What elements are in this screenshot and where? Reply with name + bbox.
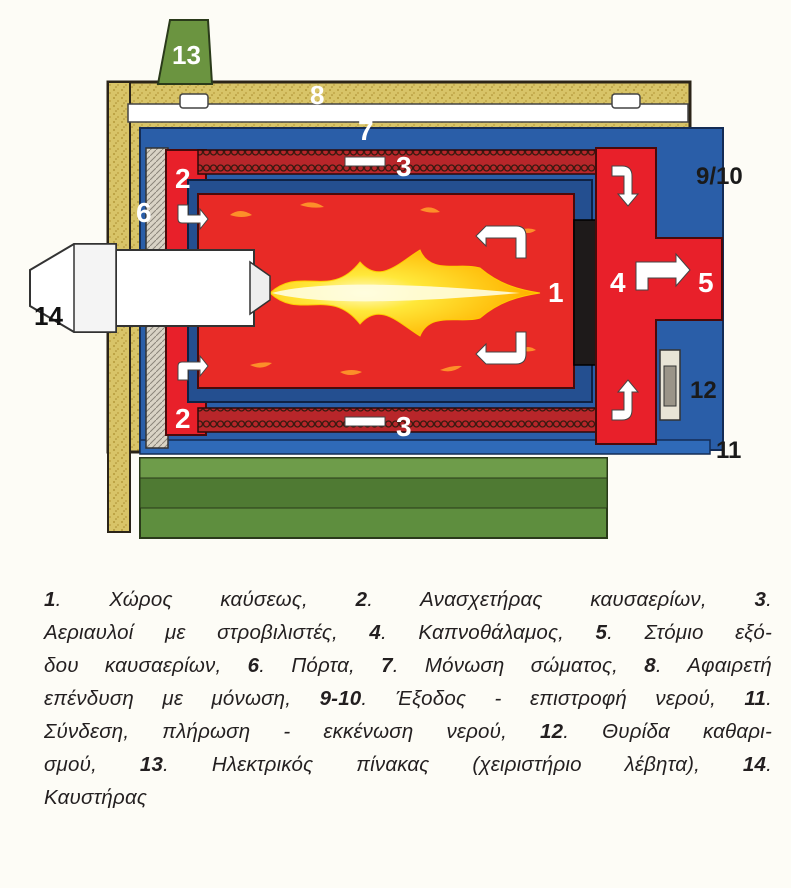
caption-item-number: 6 — [247, 654, 260, 677]
caption-item-text: . Θυρίδα καθαρι- — [563, 720, 772, 743]
label-3-top: 3 — [396, 151, 412, 182]
burner — [29, 243, 271, 333]
figure-caption: 1. Χώρος καύσεως, 2. Ανασχετήρας καυσαερ… — [44, 583, 772, 814]
smoke-arrow-top-icon — [611, 165, 640, 207]
flue-tubes — [197, 149, 603, 433]
caption-line: 1. Χώρος καύσεως, 2. Ανασχετήρας καυσαερ… — [44, 583, 772, 616]
label-1: 1 — [548, 277, 564, 308]
label-9-10: 9/10 — [696, 163, 743, 190]
label-12: 12 — [690, 377, 717, 404]
caption-item-number: 9-10 — [319, 687, 362, 710]
caption-item-text: . — [766, 588, 772, 611]
caption-item-number: 1 — [44, 588, 56, 611]
label-7: 7 — [358, 115, 374, 146]
label-4: 4 — [610, 267, 626, 298]
boiler-cross-section-diagram: 1 2 2 3 3 4 5 6 7 8 9/10 11 12 13 14 — [29, 19, 743, 539]
cleaning-hatch — [659, 349, 681, 421]
caption-item-text: δου καυσαερίων, — [44, 654, 248, 677]
caption-item-text: . Μόνωση σώματος, — [392, 654, 645, 677]
caption-item-number: 8 — [644, 654, 656, 677]
caption-item-number: 11 — [744, 687, 767, 710]
return-arrow-top-icon — [475, 225, 527, 259]
return-arrow-bottom-icon — [475, 331, 527, 365]
caption-item-text: επένδυση με μόνωση, — [44, 687, 320, 710]
caption-item-number: 12 — [540, 720, 564, 743]
caption-line: δου καυσαερίων, 6. Πόρτα, 7. Μόνωση σώμα… — [44, 649, 772, 682]
label-6: 6 — [136, 197, 152, 228]
caption-item-text: . Ανασχετήρας καυσαερίων, — [367, 588, 755, 611]
label-5: 5 — [698, 267, 714, 298]
caption-item-number: 4 — [369, 621, 381, 644]
electrical-panel — [156, 19, 214, 85]
label-3-bottom: 3 — [396, 411, 412, 442]
caption-item-text: Σύνδεση, πλήρωση - εκκένωση νερού, — [44, 720, 541, 743]
boiler-base — [139, 457, 608, 539]
label-13: 13 — [172, 40, 201, 70]
caption-item-text: . — [766, 753, 772, 776]
caption-item-text: . Αφαιρετή — [655, 654, 772, 677]
caption-item-text: Καυστήρας — [44, 786, 147, 809]
caption-item-text: Αεριαυλοί με στροβιλιστές, — [44, 621, 370, 644]
label-8: 8 — [310, 80, 324, 110]
label-14: 14 — [34, 301, 63, 331]
label-2-top: 2 — [175, 163, 191, 194]
caption-item-number: 5 — [595, 621, 608, 644]
caption-item-text: . Στόμιο εξό- — [607, 621, 772, 644]
caption-item-text: . Χώρος καύσεως, — [55, 588, 356, 611]
label-2-bottom: 2 — [175, 403, 191, 434]
caption-item-number: 3 — [754, 588, 767, 611]
caption-item-number: 13 — [139, 753, 164, 776]
caption-item-number: 7 — [381, 654, 393, 677]
combustion-chamber — [197, 193, 603, 389]
smoke-arrow-bottom-icon — [611, 379, 640, 421]
caption-item-text: . — [766, 687, 772, 710]
label-11: 11 — [716, 437, 741, 464]
caption-item-text: . Πόρτα, — [259, 654, 382, 677]
caption-line: Αεριαυλοί με στροβιλιστές, 4. Καπνοθάλαμ… — [44, 616, 772, 649]
caption-item-text: . Καπνοθάλαμος, — [381, 621, 596, 644]
caption-item-text: . Έξοδος - επιστροφή νερού, — [361, 687, 745, 710]
caption-line: Καυστήρας — [44, 781, 772, 814]
caption-line: Σύνδεση, πλήρωση - εκκένωση νερού, 12. Θ… — [44, 715, 772, 748]
caption-item-text: . Ηλεκτρικός πίνακας (χειριστήριο λέβητα… — [163, 753, 743, 776]
flue-arrow-left-top-icon — [177, 204, 209, 231]
caption-item-text: σμού, — [44, 753, 140, 776]
caption-line: επένδυση με μόνωση, 9-10. Έξοδος - επιστ… — [44, 682, 772, 715]
caption-item-number: 14 — [742, 753, 767, 776]
caption-line: σμού, 13. Ηλεκτρικός πίνακας (χειριστήρι… — [44, 748, 772, 781]
flue-outlet-arrow-icon — [635, 252, 691, 291]
smoke-box — [595, 147, 723, 445]
caption-item-number: 2 — [355, 588, 368, 611]
body-insulation — [127, 93, 689, 123]
flue-arrow-left-bottom-icon — [177, 354, 209, 381]
